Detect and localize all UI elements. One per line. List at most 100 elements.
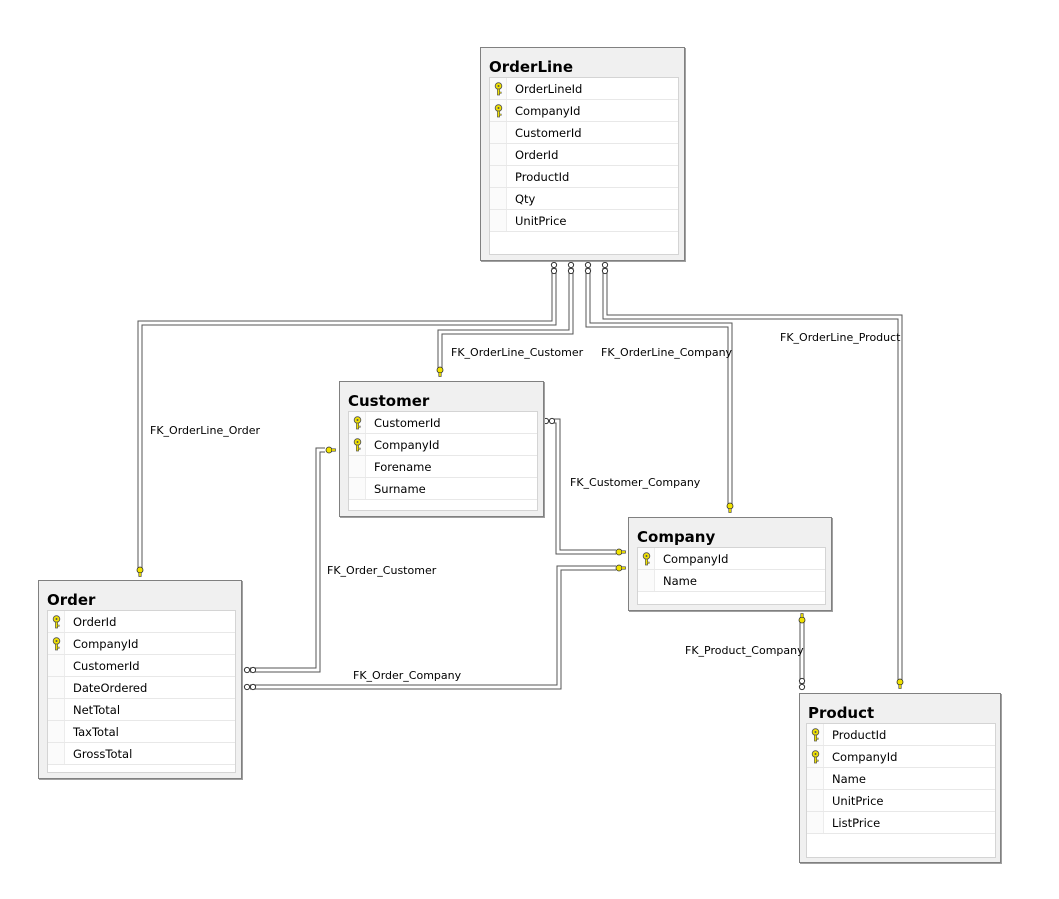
table-title: OrderLine [489, 58, 574, 76]
column-row[interactable]: ListPrice [807, 812, 995, 834]
column-name: Forename [374, 460, 432, 474]
row-selector[interactable] [48, 699, 65, 720]
column-row[interactable]: OrderLineId [490, 78, 678, 100]
rel-label-product-company: FK_Product_Company [685, 644, 804, 657]
column-name: Surname [374, 482, 426, 496]
primary-key-icon [641, 552, 652, 566]
column-row[interactable]: Forename [349, 456, 537, 478]
row-selector[interactable] [490, 144, 507, 165]
column-name: CustomerId [374, 416, 441, 430]
primary-key-icon [810, 728, 821, 742]
column-row[interactable]: Name [638, 570, 825, 592]
primary-key-icon [493, 104, 504, 118]
rel-label-orderline-product: FK_OrderLine_Product [780, 331, 901, 344]
row-selector[interactable] [48, 721, 65, 742]
table-title: Order [47, 591, 96, 609]
row-selector[interactable] [48, 655, 65, 676]
column-name: CompanyId [374, 438, 440, 452]
column-name: OrderId [515, 148, 559, 162]
column-name: NetTotal [73, 703, 121, 717]
column-name: ListPrice [832, 816, 881, 830]
column-row[interactable]: Name [807, 768, 995, 790]
column-row[interactable]: UnitPrice [490, 210, 678, 232]
rel-label-order-customer: FK_Order_Customer [327, 564, 437, 577]
column-row[interactable]: DateOrdered [48, 677, 235, 699]
column-row[interactable]: OrderId [48, 611, 235, 633]
column-row[interactable]: CustomerId [490, 122, 678, 144]
column-name: CustomerId [515, 126, 582, 140]
column-name: ProductId [832, 728, 887, 742]
column-row[interactable]: CompanyId [638, 548, 825, 570]
row-selector[interactable] [638, 570, 655, 591]
relationship-line-orderline-customer[interactable] [436, 261, 575, 377]
row-selector[interactable] [807, 768, 824, 789]
primary-key-icon [352, 438, 363, 452]
rel-label-order-company: FK_Order_Company [353, 669, 462, 682]
table-title: Customer [348, 392, 430, 410]
column-row[interactable]: CompanyId [807, 746, 995, 768]
column-row[interactable]: CustomerId [48, 655, 235, 677]
column-row[interactable]: GrossTotal [48, 743, 235, 765]
column-row[interactable]: CompanyId [349, 434, 537, 456]
row-selector[interactable] [807, 812, 824, 833]
column-name: DateOrdered [73, 681, 148, 695]
primary-key-icon [51, 615, 62, 629]
row-selector[interactable] [349, 478, 366, 499]
row-selector[interactable] [490, 122, 507, 143]
relationship-line-product-company[interactable] [798, 613, 806, 691]
row-selector[interactable] [490, 210, 507, 231]
table-title: Product [808, 704, 875, 722]
column-name: Qty [515, 192, 536, 206]
column-row[interactable]: CompanyId [490, 100, 678, 122]
column-row[interactable]: NetTotal [48, 699, 235, 721]
row-selector[interactable] [490, 188, 507, 209]
relationship-line-order-customer[interactable] [243, 446, 336, 674]
column-row[interactable]: ProductId [490, 166, 678, 188]
relationship-line-orderline-company[interactable] [584, 261, 734, 513]
column-name: UnitPrice [832, 794, 884, 808]
column-name: OrderLineId [515, 82, 583, 96]
relationship-line-orderline-product[interactable] [601, 261, 904, 689]
column-row[interactable]: TaxTotal [48, 721, 235, 743]
rel-label-orderline-company: FK_OrderLine_Company [601, 346, 733, 359]
column-name: ProductId [515, 170, 570, 184]
column-name: OrderId [73, 615, 117, 629]
row-selector[interactable] [48, 677, 65, 698]
column-name: Name [832, 772, 866, 786]
relationship-line-orderline-order[interactable] [136, 261, 558, 577]
table-title: Company [637, 528, 716, 546]
column-row[interactable]: ProductId [807, 724, 995, 746]
primary-key-icon [352, 416, 363, 430]
row-selector[interactable] [349, 456, 366, 477]
column-name: Name [663, 574, 697, 588]
relationship-line-customer-company[interactable] [542, 417, 626, 556]
primary-key-icon [51, 637, 62, 651]
column-row[interactable]: CustomerId [349, 412, 537, 434]
row-selector[interactable] [807, 790, 824, 811]
relationship-line-order-company[interactable] [243, 564, 626, 691]
column-row[interactable]: OrderId [490, 144, 678, 166]
column-name: TaxTotal [73, 725, 119, 739]
column-name: UnitPrice [515, 214, 567, 228]
column-row[interactable]: Surname [349, 478, 537, 500]
primary-key-icon [810, 750, 821, 764]
row-selector[interactable] [490, 166, 507, 187]
column-name: GrossTotal [73, 747, 133, 761]
column-row[interactable]: Qty [490, 188, 678, 210]
rel-label-customer-company: FK_Customer_Company [570, 476, 701, 489]
column-row[interactable]: UnitPrice [807, 790, 995, 812]
primary-key-icon [493, 82, 504, 96]
row-selector[interactable] [48, 743, 65, 764]
column-row[interactable]: CompanyId [48, 633, 235, 655]
